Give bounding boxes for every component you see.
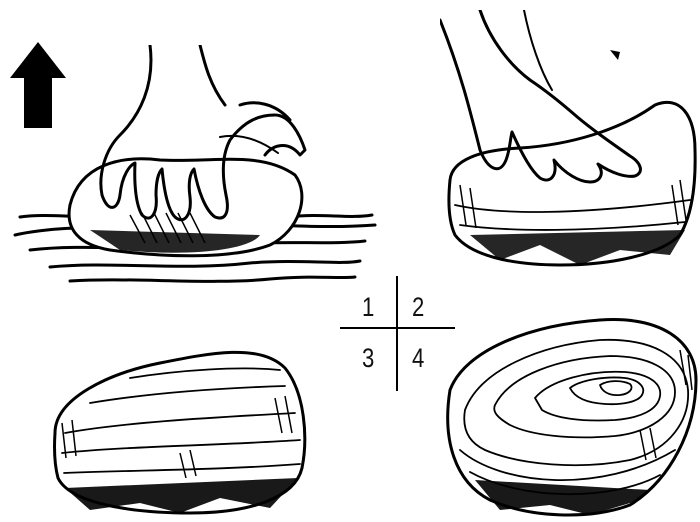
step-2-illustration xyxy=(440,10,698,275)
step-label-1: 1 xyxy=(362,294,374,321)
step-label-4: 4 xyxy=(412,345,424,372)
step-label-2: 2 xyxy=(412,294,424,321)
step-3-illustration xyxy=(50,338,310,518)
step-1-illustration xyxy=(10,45,380,295)
step-label-3: 3 xyxy=(362,345,374,372)
step-index-cross xyxy=(340,276,455,391)
step-4-illustration xyxy=(440,310,698,520)
